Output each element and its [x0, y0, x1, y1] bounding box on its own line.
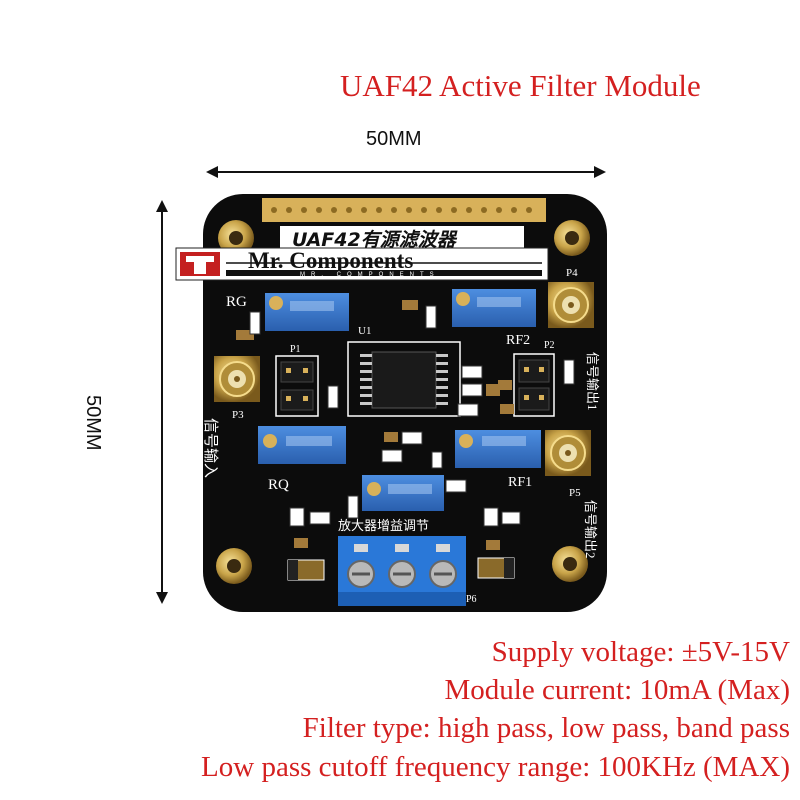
silkscreen-title: UAF42有源滤波器 — [292, 229, 458, 251]
width-dimension-label: 50MM — [366, 128, 422, 150]
spec-cutoff-frequency: Low pass cutoff frequency range: 100KHz … — [201, 751, 790, 783]
trimmer-potentiometer-rf2 — [452, 289, 536, 327]
label-signal-out-1: 信号输出1 — [585, 352, 600, 411]
sma-connector-input — [214, 356, 260, 402]
label-rq: RQ — [268, 477, 289, 493]
spec-supply-voltage: Supply voltage: ±5V-15V — [491, 636, 790, 668]
label-p4: P4 — [566, 267, 578, 279]
silkscreen-title-plate — [280, 226, 524, 250]
label-p1: P1 — [290, 344, 301, 355]
brand-logo-text: Mr. Components — [248, 248, 413, 273]
label-u1: U1 — [358, 325, 371, 337]
brand-logo — [175, 247, 549, 281]
jumper-block-p2 — [513, 353, 555, 417]
label-p6: P6 — [466, 594, 477, 605]
trimmer-potentiometer-rg — [265, 293, 349, 331]
label-rg: RG — [226, 294, 247, 310]
label-p5: P5 — [569, 487, 581, 499]
mounting-hole-top-right — [554, 220, 590, 256]
label-signal-in: 信号输入 — [202, 418, 219, 478]
label-signal-out-2: 信号输出2 — [583, 500, 598, 559]
label-rf1: RF1 — [508, 475, 532, 490]
spec-module-current: Module current: 10mA (Max) — [444, 674, 790, 706]
product-title: UAF42 Active Filter Module — [340, 68, 701, 103]
label-p3: P3 — [232, 409, 244, 421]
mounting-hole-bottom-right — [552, 546, 588, 582]
trimmer-potentiometer-gain — [362, 475, 444, 511]
jumper-block-p1 — [275, 355, 319, 417]
label-rf2: RF2 — [506, 333, 530, 348]
label-p2: P2 — [544, 340, 555, 351]
trimmer-potentiometer-rf1 — [455, 430, 541, 468]
spec-filter-type: Filter type: high pass, low pass, band p… — [302, 712, 790, 744]
height-arrow — [156, 200, 168, 604]
sma-connector-output-1 — [548, 282, 594, 328]
width-arrow — [206, 166, 606, 178]
smd-components — [236, 300, 575, 581]
ic-chip-uaf42 — [347, 341, 461, 417]
mounting-hole-top-left — [218, 220, 254, 256]
brand-logo-subtext: MR. COMPONENTS — [300, 272, 440, 278]
sma-connector-output-2 — [545, 430, 591, 476]
mounting-hole-bottom-left — [216, 548, 252, 584]
label-amp-gain: 放大器增益调节 — [338, 518, 429, 533]
screw-terminal-p6 — [338, 536, 466, 606]
pin-header-pins — [271, 207, 532, 213]
trimmer-potentiometer-rq — [258, 426, 346, 464]
